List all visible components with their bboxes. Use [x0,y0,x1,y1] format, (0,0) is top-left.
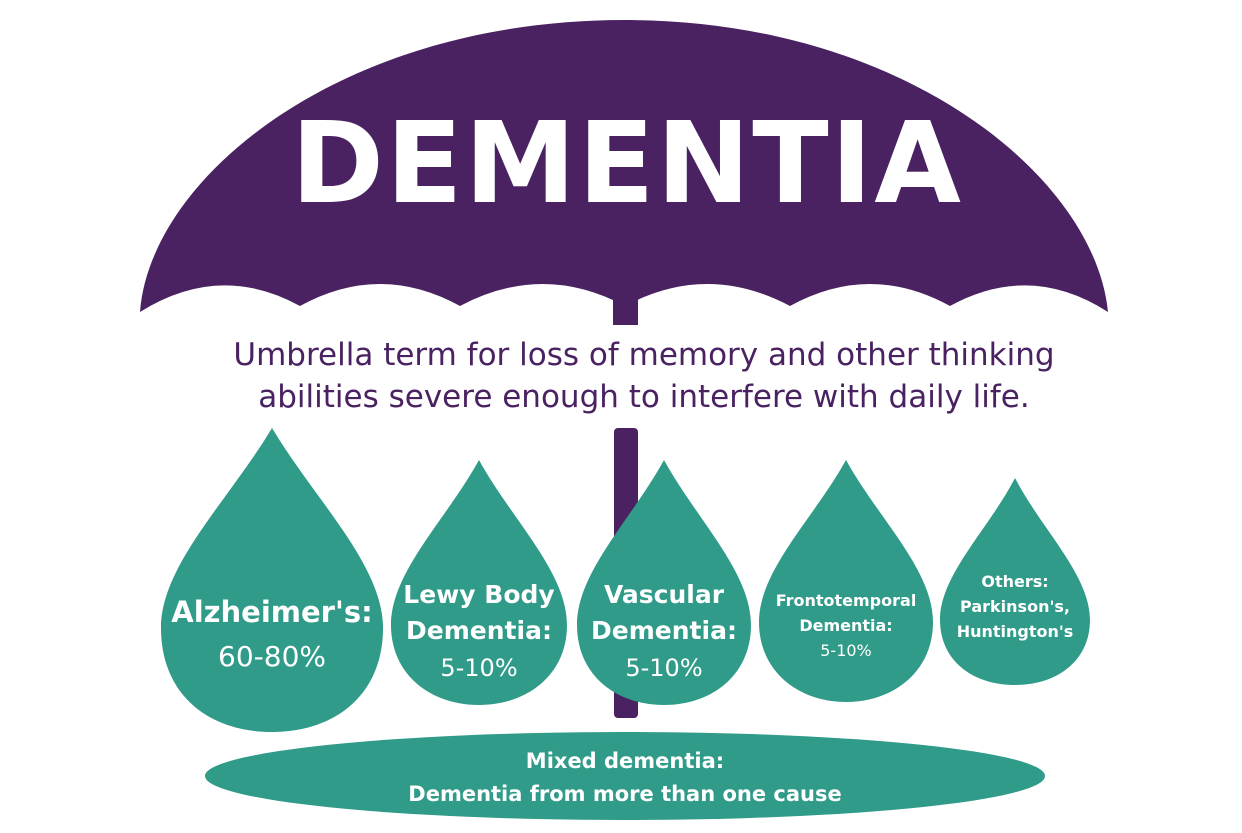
drop-lewy-body-label-2: Dementia: [406,616,552,645]
drop-others-label-3: Huntington's [957,622,1074,641]
drop-lewy-body [391,460,567,705]
drop-others-label-2: Parkinson's, [960,597,1070,616]
drop-vascular-range: 5-10% [625,654,702,682]
mixed-dementia-description: Dementia from more than one cause [408,782,841,806]
drop-vascular-label-1: Vascular [604,580,725,609]
page-title: DEMENTIA [291,99,963,229]
drop-others-label-1: Others: [981,572,1048,591]
description-line-1: Umbrella term for loss of memory and oth… [233,337,1054,373]
mixed-dementia-puddle [205,732,1045,820]
drop-frontotemporal-label-1: Frontotemporal [776,591,917,610]
drop-alzheimers-label: Alzheimer's: [171,595,372,629]
drop-others [940,478,1090,685]
drop-alzheimers-range: 60-80% [218,640,326,673]
drop-vascular-label-2: Dementia: [591,616,737,645]
drop-frontotemporal-label-2: Dementia: [799,616,892,635]
umbrella-shaft-top [613,295,638,325]
mixed-dementia-title: Mixed dementia: [526,749,724,773]
drop-frontotemporal-range: 5-10% [820,641,872,660]
drop-lewy-body-range: 5-10% [440,654,517,682]
umbrella-canopy [140,20,1108,312]
drop-frontotemporal [759,460,933,702]
drop-alzheimers [161,428,383,732]
drop-vascular [577,460,751,705]
drop-lewy-body-label-1: Lewy Body [403,580,554,609]
description-line-2: abilities severe enough to interfere wit… [258,379,1029,415]
